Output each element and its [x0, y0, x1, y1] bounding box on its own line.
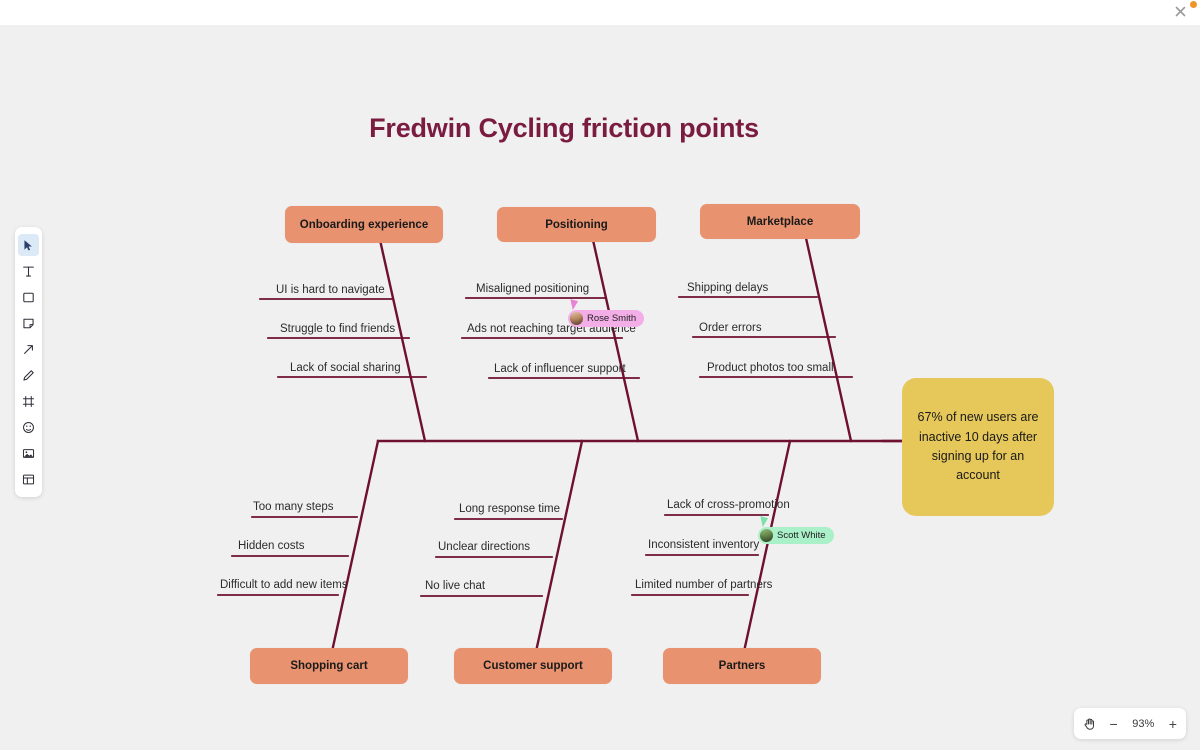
- cause-label[interactable]: Difficult to add new items: [220, 579, 348, 591]
- cursor-pointer-icon: [757, 516, 769, 528]
- image-icon: [22, 447, 35, 460]
- category-box-shopping-cart[interactable]: Shopping cart: [250, 648, 408, 684]
- text-tool[interactable]: [18, 260, 39, 282]
- image-tool[interactable]: [18, 442, 39, 464]
- pencil-icon: [22, 369, 35, 382]
- zoom-out-button[interactable]: −: [1109, 715, 1118, 732]
- avatar: [760, 529, 773, 542]
- category-label: Positioning: [545, 218, 608, 231]
- cause-label[interactable]: Long response time: [459, 503, 561, 515]
- cause-label[interactable]: Order errors: [699, 322, 762, 334]
- select-tool[interactable]: [18, 234, 39, 256]
- cause-label[interactable]: Too many steps: [253, 501, 334, 513]
- sticky-note-tool[interactable]: [18, 312, 39, 334]
- collaborator-name: Scott White: [777, 530, 826, 541]
- cause-label[interactable]: UI is hard to navigate: [276, 284, 385, 296]
- category-box-marketplace[interactable]: Marketplace: [700, 204, 860, 239]
- whiteboard-canvas[interactable]: Fredwin Cycling friction points Onboardi…: [0, 25, 1200, 750]
- cause-label[interactable]: Lack of cross-promotion: [667, 499, 790, 511]
- cause-label[interactable]: Shipping delays: [687, 282, 769, 294]
- text-icon: [22, 265, 35, 278]
- template-tool[interactable]: [18, 468, 39, 490]
- category-label: Onboarding experience: [299, 218, 429, 231]
- cursor-icon: [22, 239, 35, 252]
- cause-label[interactable]: Misaligned positioning: [476, 283, 590, 295]
- cause-label[interactable]: Lack of influencer support: [494, 363, 626, 375]
- connector-tool[interactable]: [18, 338, 39, 360]
- category-label: Partners: [718, 660, 766, 672]
- cause-label[interactable]: Limited number of partners: [635, 579, 773, 591]
- window-title-bar: [0, 0, 1200, 25]
- collaborator-name: Rose Smith: [587, 313, 637, 324]
- cause-label[interactable]: Hidden costs: [238, 540, 305, 552]
- square-icon: [22, 291, 35, 304]
- cause-label[interactable]: Struggle to find friends: [280, 323, 396, 335]
- category-label: Customer support: [483, 660, 583, 672]
- notification-dot-icon: [1190, 1, 1197, 8]
- cause-label[interactable]: Lack of social sharing: [290, 362, 401, 374]
- cause-label[interactable]: Inconsistent inventory: [648, 539, 760, 551]
- emoji-icon: [22, 421, 35, 434]
- frame-tool[interactable]: [18, 390, 39, 412]
- tool-palette[interactable]: [15, 227, 42, 497]
- zoom-in-button[interactable]: +: [1168, 715, 1177, 732]
- cause-label[interactable]: Unclear directions: [438, 541, 531, 553]
- category-box-positioning[interactable]: Positioning: [497, 207, 656, 242]
- effect-text: 67% of new users are inactive 10 days af…: [917, 410, 1039, 483]
- collaborator-cursor-rose-smith: Rose Smith: [567, 299, 645, 327]
- cursor-pointer-icon: [567, 299, 579, 311]
- page-title: Fredwin Cycling friction points: [369, 113, 759, 143]
- zoom-level: 93%: [1132, 717, 1155, 730]
- template-icon: [22, 473, 35, 486]
- cause-label[interactable]: No live chat: [425, 580, 486, 592]
- fishbone-skeleton: [217, 236, 905, 649]
- cause-label[interactable]: Product photos too small: [707, 362, 834, 374]
- sticky-note-icon: [22, 317, 35, 330]
- arrow-icon: [22, 343, 35, 356]
- hand-icon[interactable]: [1083, 717, 1097, 731]
- pen-tool[interactable]: [18, 364, 39, 386]
- collaborator-cursor-scott-white: Scott White: [757, 516, 834, 544]
- emoji-tool[interactable]: [18, 416, 39, 438]
- category-box-partners[interactable]: Partners: [663, 648, 821, 684]
- category-label: Marketplace: [746, 215, 814, 228]
- zoom-control[interactable]: − 93% +: [1074, 708, 1186, 739]
- frame-icon: [22, 395, 35, 408]
- close-icon[interactable]: [1172, 3, 1189, 20]
- category-box-onboarding-experience[interactable]: Onboarding experience: [285, 206, 443, 243]
- category-box-customer-support[interactable]: Customer support: [454, 648, 612, 684]
- shape-tool[interactable]: [18, 286, 39, 308]
- category-label: Shopping cart: [290, 660, 368, 672]
- effect-box[interactable]: 67% of new users are inactive 10 days af…: [902, 378, 1054, 516]
- avatar: [570, 312, 583, 325]
